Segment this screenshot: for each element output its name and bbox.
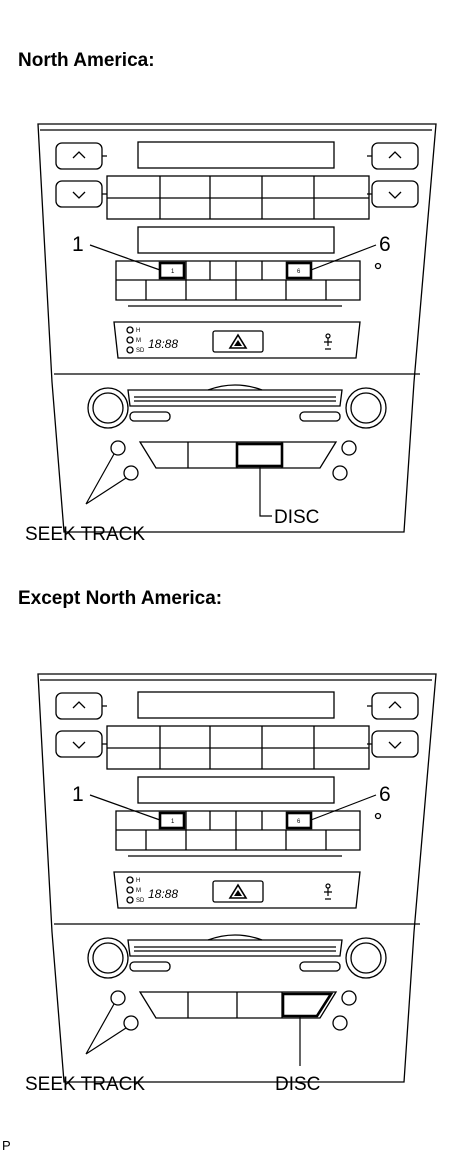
chevron-up-icon [72,701,86,709]
callout-label-6: 6 [379,233,391,256]
left-knob [87,937,129,979]
chevron-up-icon [72,151,86,159]
left-up-button [55,692,103,720]
callout-leader-1 [89,244,161,271]
preset-1-key-label: 1 [171,819,175,825]
upper-display [137,691,335,719]
callout-leader-disc [259,466,272,517]
chevron-down-icon [72,191,86,199]
corner-mark: P [2,1138,11,1153]
callout-leader-6 [310,244,377,271]
left-down-button [55,730,103,758]
cd-slot [127,939,343,957]
hazard-button [212,330,264,353]
section-heading-north-america: North America: [18,50,155,71]
left-up-button [55,142,103,170]
panel-outline [37,673,437,1083]
callout-label-6: 6 [379,783,391,806]
callout-leader-seek [85,1003,127,1055]
left-down-button [55,180,103,208]
indicator-dot [374,262,382,270]
clock-display: 18:88 [148,887,178,901]
info-strip [113,321,361,359]
hazard-icon [228,333,248,349]
callout-leader-seek [85,453,127,505]
preset-1-key-label: 1 [171,269,175,275]
upper-display [137,141,335,169]
seek-track-down-button [123,1015,139,1031]
hazard-icon [228,883,248,899]
left-knob [87,387,129,429]
callout-label-1: 1 [72,783,84,806]
preset-1-button [158,811,186,830]
led-label: H [136,328,140,334]
led-label: M [136,888,141,894]
led-label: H [136,878,140,884]
right-up-button [371,142,419,170]
callout-label-disc: DISC [274,507,319,528]
disc-button [281,992,334,1018]
chevron-down-icon [388,741,402,749]
callout-leader-6 [310,794,377,821]
seek-track-up-button [110,440,126,456]
led-label: SD [136,898,145,904]
seek-track-up-button [110,990,126,1006]
disc-button [235,442,284,468]
right-up-button [371,692,419,720]
preset-6-key-label: 6 [297,819,301,825]
led-label: SD [136,348,145,354]
section-heading-except-north-america: Except North America: [18,588,223,609]
callout-label-disc: DISC [275,1074,320,1095]
bottom-button-row [138,441,338,469]
preset-1-button [158,261,186,280]
right-knob [345,387,387,429]
seek-track-down-button [123,465,139,481]
indicator-dot [374,812,382,820]
lower-display [137,226,335,254]
audio-panel-north-america: 18:88 H M SD 1 6 1 6 SEEK TRACK DISC [25,123,437,545]
clock-display: 18:88 [148,337,178,351]
chevron-down-icon [72,741,86,749]
callout-label-1: 1 [72,233,84,256]
led-label: M [136,338,141,344]
callout-leader-1 [89,794,161,821]
passenger-airbag-icon [324,333,332,350]
callout-label-seek-track: SEEK TRACK [25,524,145,545]
panel-outline [37,123,437,533]
cd-slot [127,389,343,407]
chevron-up-icon [388,701,402,709]
bottom-button-row [138,991,338,1019]
chevron-up-icon [388,151,402,159]
passenger-airbag-icon [324,883,332,900]
info-strip [113,871,361,909]
right-knob [345,937,387,979]
chevron-down-icon [388,191,402,199]
right-down-button [371,730,419,758]
audio-panel-except-north-america: 18:88 H M SD 1 6 1 6 SEEK TRACK DISC [25,673,437,1095]
hazard-button [212,880,264,903]
lower-display [137,776,335,804]
preset-6-button [285,811,313,830]
callout-label-seek-track: SEEK TRACK [25,1074,145,1095]
preset-6-button [285,261,313,280]
right-down-button [371,180,419,208]
preset-6-key-label: 6 [297,269,301,275]
